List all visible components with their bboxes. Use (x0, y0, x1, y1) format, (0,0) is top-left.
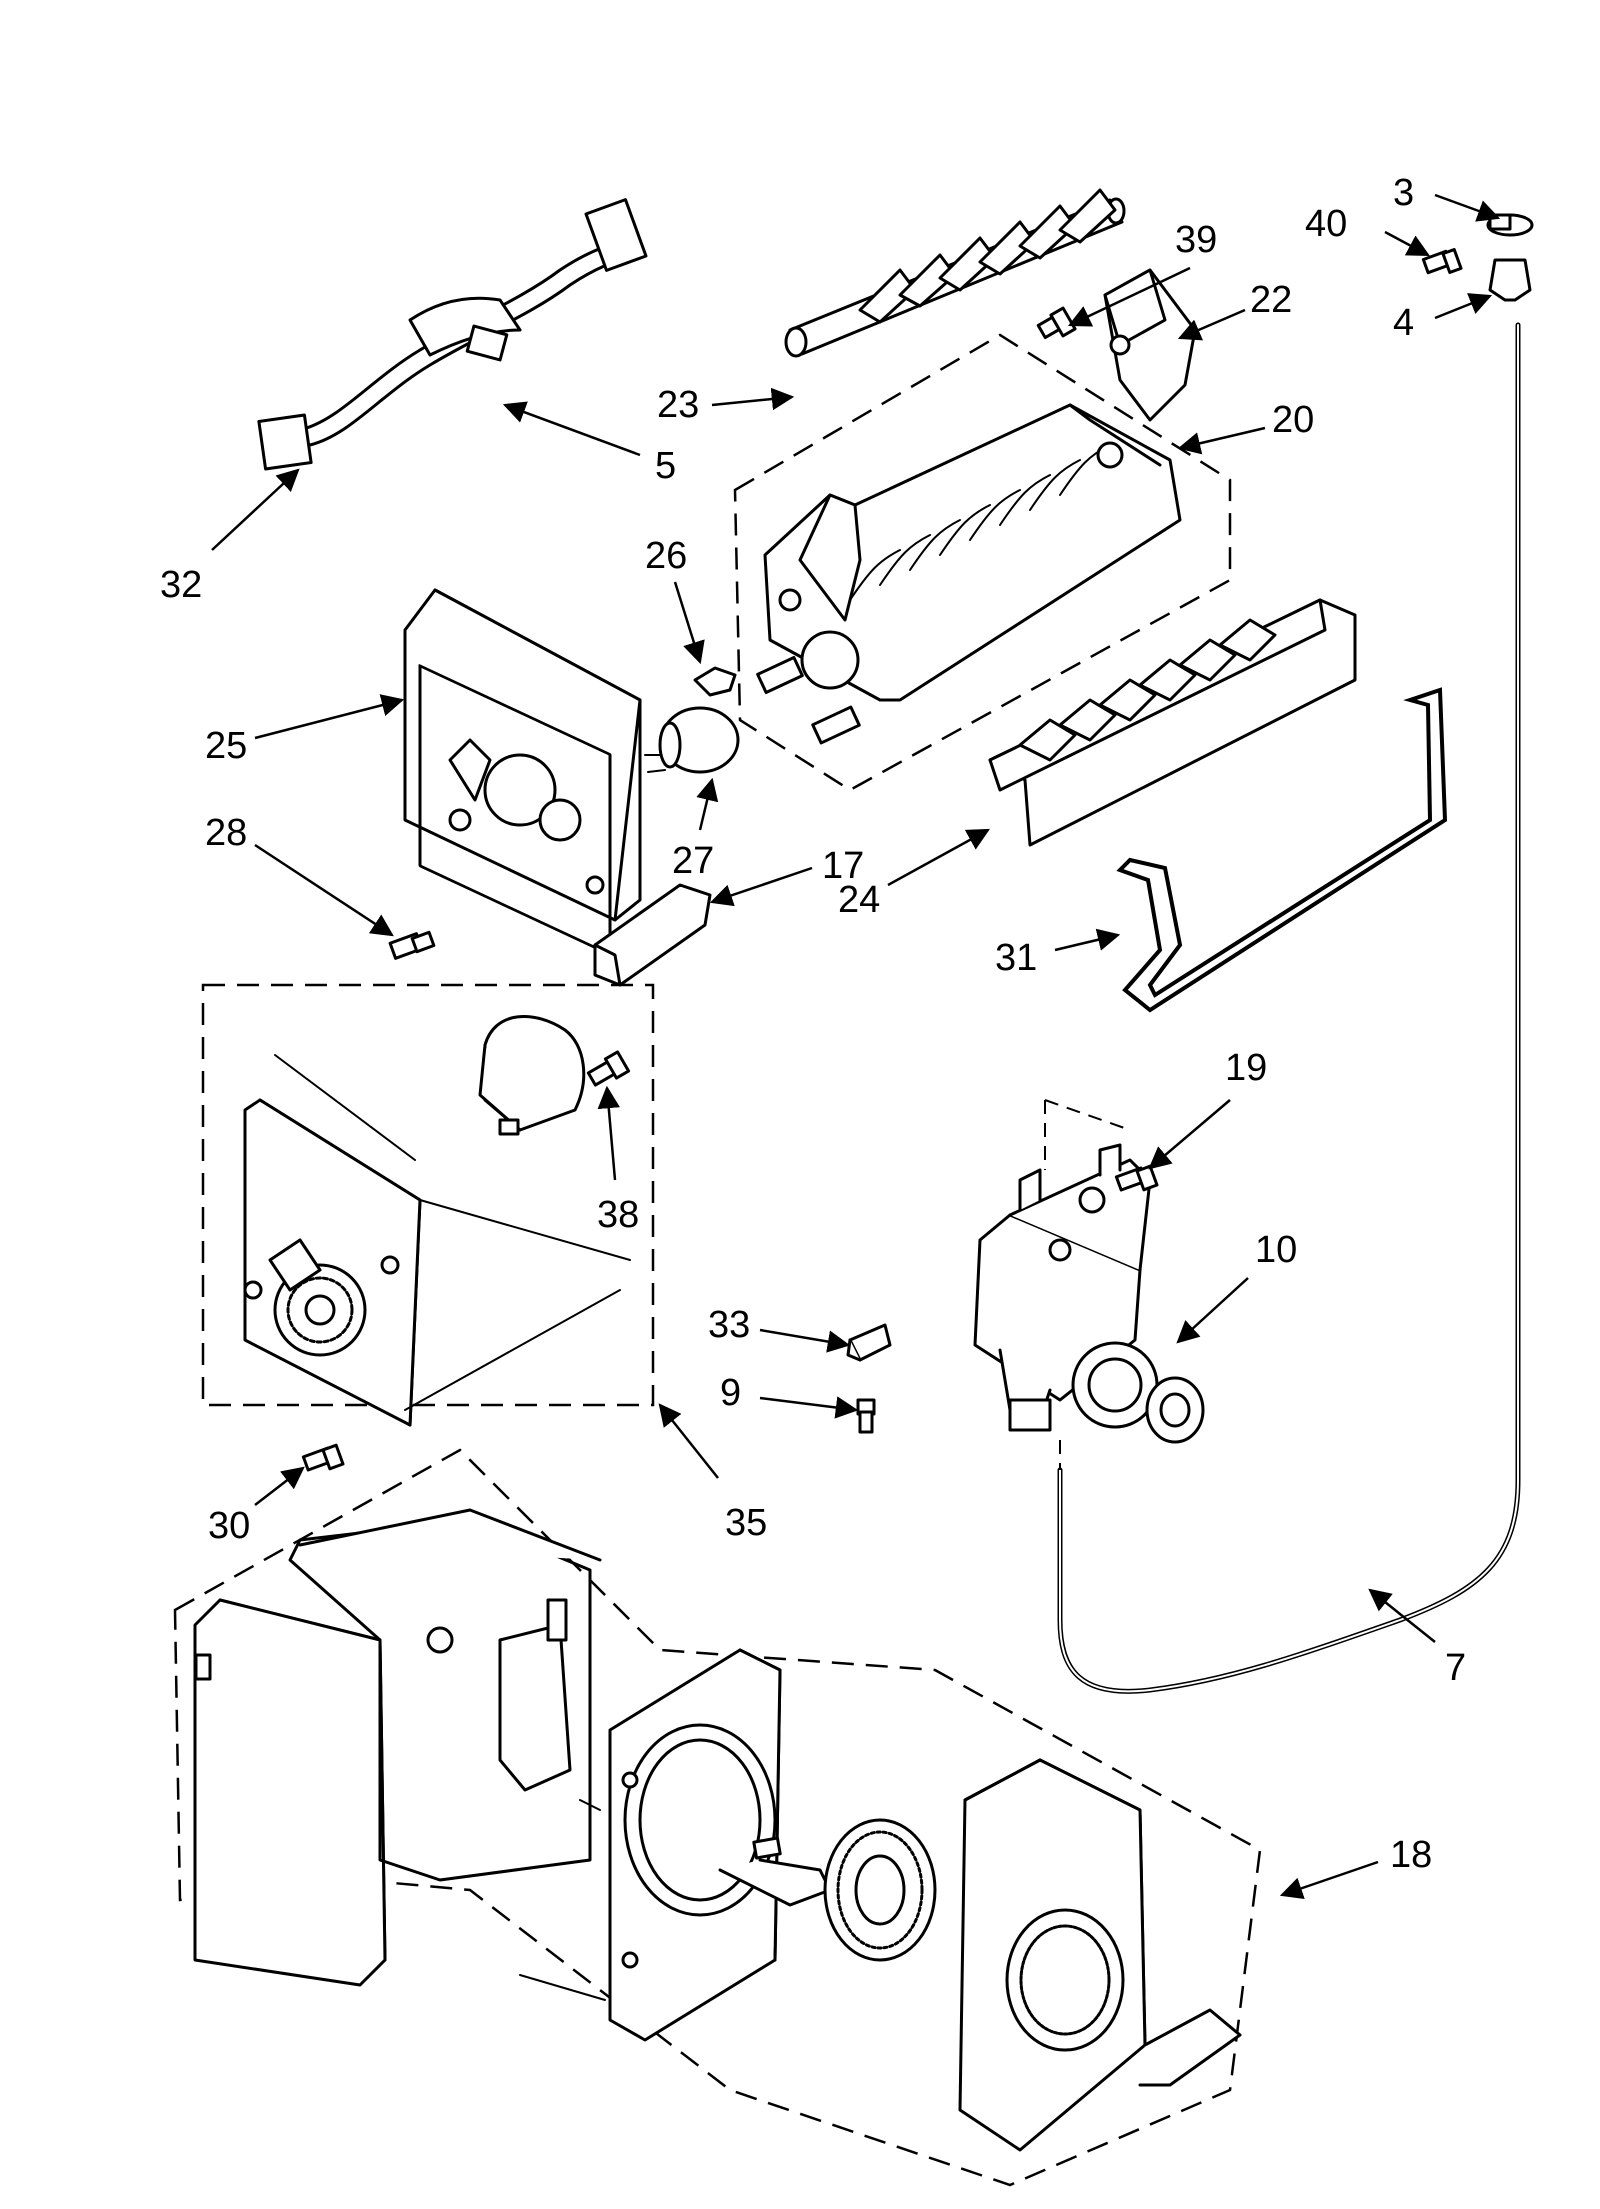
control-module-35 (201, 983, 655, 1427)
leader-20 (1177, 426, 1266, 455)
ice-mold-20 (733, 333, 1232, 792)
leader-38 (597, 1085, 620, 1181)
water-valve-10 (973, 1099, 1205, 1444)
callout-28: 28 (205, 812, 247, 854)
leader-5 (502, 401, 641, 457)
callout-10: 10 (1255, 1229, 1297, 1271)
motor-38-group (478, 1015, 586, 1136)
callout-labels: 3 40 4 39 22 23 20 5 32 26 25 28 27 17 2… (160, 172, 1466, 1876)
wire-harness-32 (257, 198, 648, 471)
callout-26: 26 (645, 535, 687, 577)
leader-10 (1176, 1277, 1249, 1344)
leader-35 (658, 1403, 719, 1479)
screw-28 (388, 930, 436, 960)
leader-22 (1177, 308, 1246, 341)
leader-39 (1067, 266, 1191, 327)
leader-30 (254, 1466, 305, 1506)
fan-assembly-18 (173, 1448, 1262, 2187)
callout-25: 25 (205, 725, 247, 767)
callout-38: 38 (597, 1194, 639, 1236)
clip-26 (693, 666, 737, 697)
callout-5: 5 (655, 445, 676, 487)
callout-40: 40 (1305, 203, 1347, 245)
callout-3: 3 (1393, 172, 1414, 214)
leader-9 (759, 1396, 859, 1419)
callout-19: 19 (1225, 1047, 1267, 1089)
leader-32 (211, 468, 300, 551)
callout-27: 27 (672, 840, 714, 882)
thermostat-27 (644, 706, 740, 774)
callout-9: 9 (720, 1372, 741, 1414)
callout-leaders (211, 193, 1501, 1900)
callout-24: 24 (838, 879, 880, 921)
callout-20: 20 (1272, 399, 1314, 441)
screw-39 (1036, 306, 1077, 340)
fill-cup-22 (1103, 268, 1197, 422)
callout-33: 33 (708, 1304, 750, 1346)
screw-30 (301, 1443, 345, 1472)
leader-4 (1434, 293, 1493, 320)
leader-7 (1368, 1588, 1436, 1643)
callout-7: 7 (1445, 1647, 1466, 1689)
water-tube-7 (1057, 322, 1521, 1694)
ejector-shaft-23 (784, 188, 1126, 358)
screw-9 (856, 1398, 876, 1434)
callout-35: 35 (725, 1502, 767, 1544)
screw-38 (586, 1050, 631, 1087)
leader-17 (709, 866, 813, 907)
leader-19 (1148, 1099, 1231, 1170)
fitting-4 (1488, 258, 1532, 302)
heater-clip-17 (593, 883, 712, 987)
callout-32: 32 (160, 564, 202, 606)
callout-22: 22 (1250, 279, 1292, 321)
fan-blade (823, 1818, 937, 1962)
bail-arm-31 (1116, 687, 1448, 1013)
leader-25 (254, 694, 405, 740)
callout-18: 18 (1390, 1834, 1432, 1876)
stripper-24 (988, 598, 1357, 847)
callout-39: 39 (1175, 219, 1217, 261)
leader-40 (1384, 230, 1430, 257)
callout-30: 30 (208, 1505, 250, 1547)
bracket-33 (846, 1323, 892, 1362)
leader-3 (1434, 193, 1501, 222)
leader-33 (759, 1328, 851, 1353)
leader-23 (711, 387, 795, 411)
screw-19 (1114, 1164, 1159, 1192)
leader-31 (1054, 928, 1121, 952)
callout-4: 4 (1393, 302, 1414, 344)
leader-18 (1279, 1860, 1379, 1900)
fan-shroud (958, 1758, 1242, 2152)
leader-24 (887, 828, 990, 887)
callout-31: 31 (995, 937, 1037, 979)
callout-23: 23 (657, 384, 699, 426)
control-housing-25 (403, 588, 642, 957)
leader-27 (696, 777, 719, 831)
callout-17: 17 (822, 845, 864, 887)
leader-28 (254, 843, 394, 937)
screw-40 (1421, 248, 1463, 275)
leader-26 (673, 581, 705, 665)
